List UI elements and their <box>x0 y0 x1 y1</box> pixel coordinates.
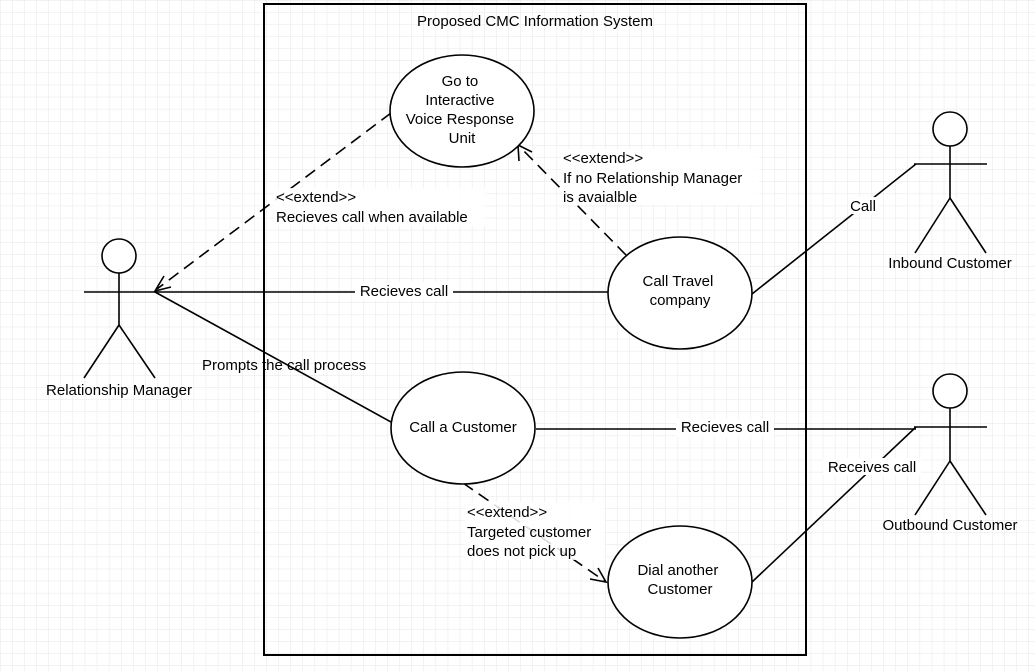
label-backing <box>823 458 921 475</box>
use-case-dial-another-ellipse <box>607 525 753 639</box>
actor-right-leg <box>118 324 156 379</box>
prompts-call-process-label: Prompts the call process <box>202 357 366 374</box>
use-case-ivr-label: Go to Interactive Voice Response Unit <box>406 73 519 147</box>
actor-right-leg <box>949 197 987 254</box>
actor-inbound-customer[interactable] <box>914 111 987 254</box>
extend-rm-stereotype: <<extend>> <box>276 189 356 206</box>
use-case-call-travel[interactable]: Call Travel company <box>607 236 753 350</box>
use-case-dial-another-label: Dial another Customer <box>637 562 722 598</box>
actor-left-leg <box>914 197 951 254</box>
use-case-call-customer-ellipse <box>390 371 536 485</box>
actor-inbound-customer-label: Inbound Customer <box>888 255 1011 272</box>
system-boundary-box <box>263 3 807 656</box>
extend-dial-stereotype: <<extend>> <box>467 504 547 521</box>
extend-rm-note: Recieves call when available <box>276 209 468 226</box>
system-title: Proposed CMC Information System <box>417 13 653 30</box>
actor-relationship-manager-label: Relationship Manager <box>46 382 192 399</box>
use-case-ivr[interactable]: Go to Interactive Voice Response Unit <box>389 54 535 168</box>
extend-dial-note: Targeted customer does not pick up <box>467 524 595 560</box>
inbound-call-label: Call <box>850 198 876 215</box>
label-backing <box>561 149 759 205</box>
label-backing <box>676 419 774 437</box>
rm-receives-call-label: Recieves call <box>360 283 448 300</box>
extend-ivr-stereotype: <<extend>> <box>563 150 643 167</box>
extend-ivr-to-rm-arrowhead <box>153 275 172 293</box>
association-dial-outbound[interactable] <box>751 426 917 583</box>
actor-head-icon <box>101 238 137 274</box>
actor-outbound-customer-label: Outbound Customer <box>882 517 1017 534</box>
actor-left-leg <box>914 460 951 516</box>
association-rm-call-customer[interactable] <box>154 291 392 423</box>
use-case-call-travel-label: Call Travel company <box>642 273 717 309</box>
system-boundary[interactable]: Proposed CMC Information System <box>263 3 807 656</box>
extend-call-customer-to-dial-arrowhead <box>589 567 608 584</box>
label-backing <box>274 188 486 226</box>
extend-labels: <<extend>> Recieves call when available … <box>274 149 759 560</box>
label-backing <box>465 502 605 560</box>
actor-head-icon <box>932 111 968 147</box>
use-case-ivr-ellipse <box>389 54 535 168</box>
extend-ivr-note: If no Relationship Manager is avaialble <box>563 170 746 206</box>
label-backing <box>355 282 453 300</box>
actor-right-leg <box>949 460 987 516</box>
association-call-travel-inbound[interactable] <box>751 163 917 295</box>
actor-head-icon <box>932 373 968 409</box>
use-case-call-customer-label: Call a Customer <box>409 419 517 436</box>
use-case-call-customer[interactable]: Call a Customer <box>390 371 536 485</box>
actor-relationship-manager[interactable] <box>83 238 156 379</box>
association-labels: Recieves call Recieves call Prompts the … <box>202 197 921 476</box>
actor-left-leg <box>83 324 120 379</box>
actor-outbound-customer[interactable] <box>914 373 987 516</box>
use-case-dial-another[interactable]: Dial another Customer <box>607 525 753 639</box>
outbound-receives-call-label: Recieves call <box>681 419 769 436</box>
label-backing <box>848 197 878 214</box>
extend-call-travel-to-ivr[interactable] <box>519 146 627 256</box>
use-case-call-travel-ellipse <box>607 236 753 350</box>
outbound-dial-receives-label: Receives call <box>828 459 916 476</box>
extend-ivr-to-rm[interactable] <box>156 112 392 290</box>
